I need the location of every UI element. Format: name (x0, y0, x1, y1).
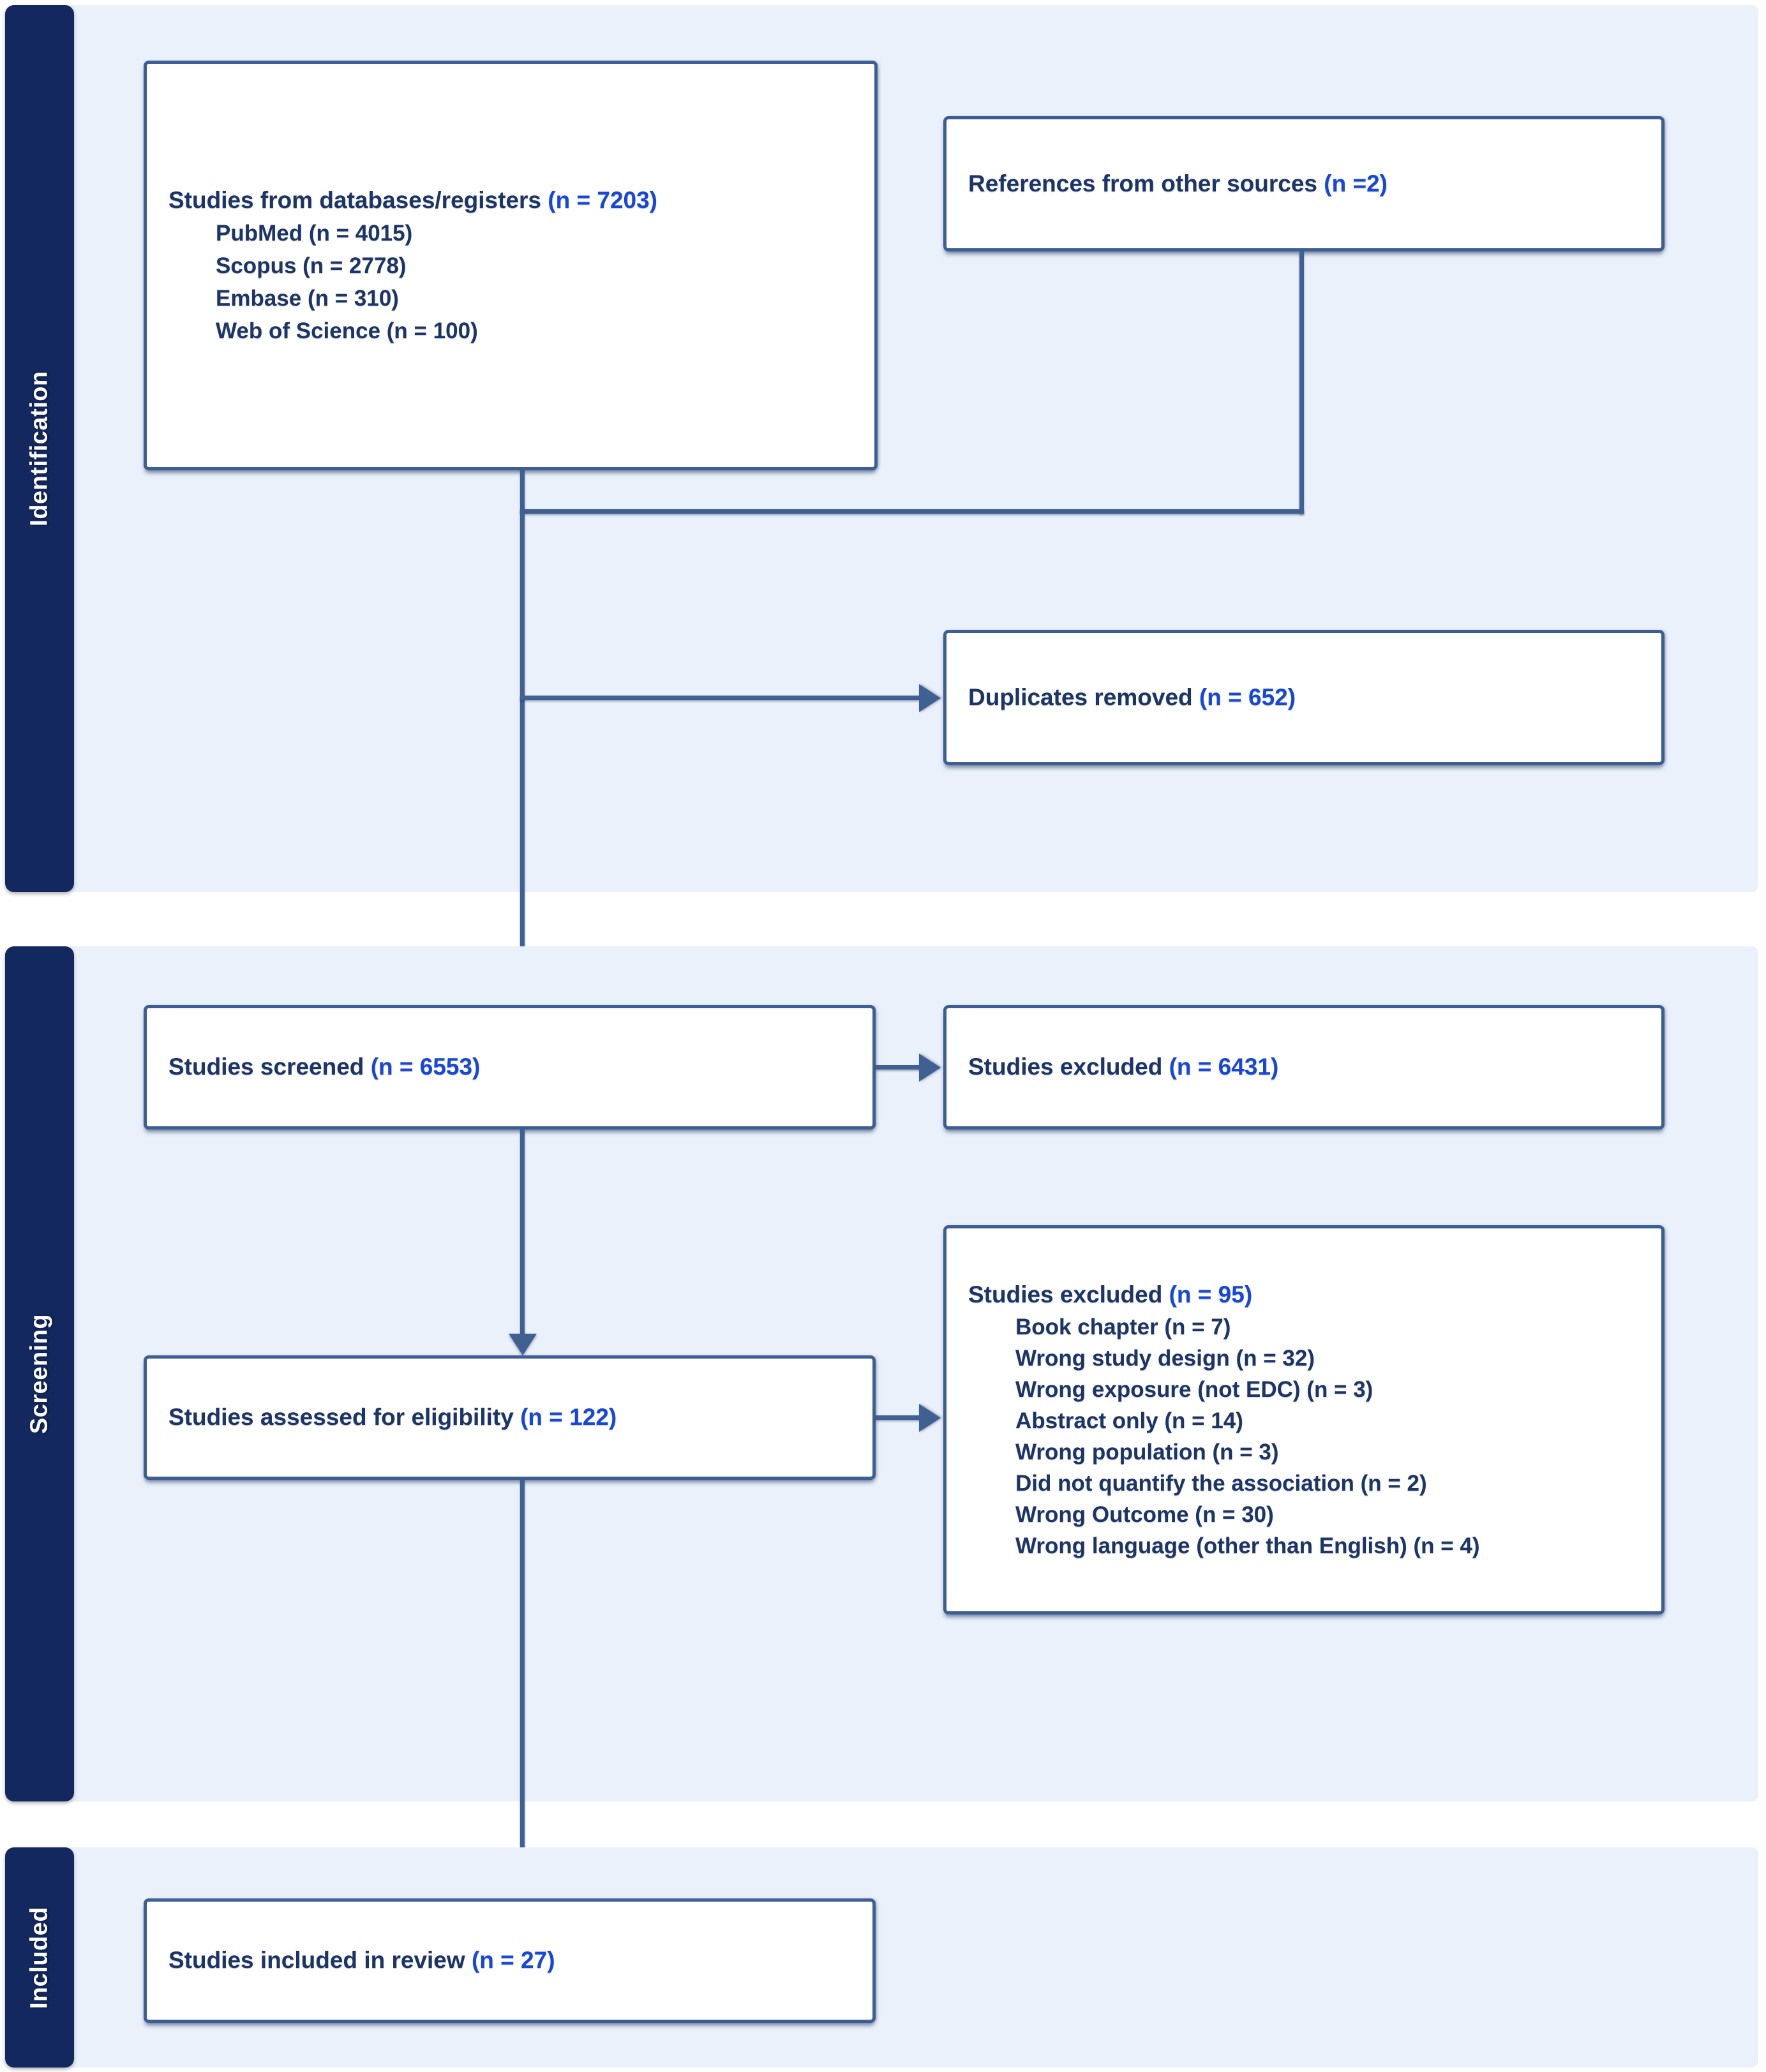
databases-source-web-of-science: Web of Science (n = 100) (216, 318, 478, 344)
connector-eligibility-to-included (520, 1480, 525, 1878)
databases-source-pubmed: PubMed (n = 4015) (216, 221, 413, 246)
stage-label-screening: Screening (5, 946, 74, 1801)
duplicates-heading-label: Duplicates removed (968, 683, 1199, 710)
excluded-screening-heading-label: Studies excluded (968, 1054, 1169, 1080)
box-studies-included-in-review: Studies included in review (n = 27) (144, 1898, 876, 2023)
box-studies-excluded-screening-content: Studies excluded (n = 6431) (947, 1050, 1661, 1084)
databases-heading-count: (n = 7203) (548, 186, 658, 213)
other-sources-heading-label: References from other sources (968, 170, 1324, 197)
stage-label-included-text: Included (26, 1906, 53, 2009)
duplicates-heading: Duplicates removed (n = 652) (968, 681, 1640, 715)
duplicates-heading-count: (n = 652) (1199, 683, 1296, 710)
stage-label-identification: Identification (5, 5, 74, 892)
excluded-screening-heading: Studies excluded (n = 6431) (968, 1050, 1640, 1084)
box-studies-excluded-eligibility: Studies excluded (n = 95) Book chapter (… (943, 1225, 1665, 1614)
databases-heading-label: Studies from databases/registers (168, 186, 548, 213)
eligibility-heading: Studies assessed for eligibility (n = 12… (168, 1401, 851, 1435)
exclusion-reason-wrong-language: Wrong language (other than English) (n =… (1015, 1533, 1480, 1559)
box-studies-excluded-screening: Studies excluded (n = 6431) (943, 1005, 1665, 1129)
box-databases-registers: Studies from databases/registers (n = 72… (144, 61, 878, 470)
databases-source-embase: Embase (n = 310) (216, 286, 399, 311)
exclusion-reason-abstract-only: Abstract only (n = 14) (1015, 1408, 1243, 1434)
arrow-eligibility-to-excluded-icon (919, 1404, 941, 1432)
eligibility-heading-label: Studies assessed for eligibility (168, 1404, 521, 1431)
box-studies-screened-content: Studies screened (n = 6553) (147, 1050, 872, 1084)
other-sources-heading: References from other sources (n =2) (968, 167, 1640, 201)
box-studies-included-in-review-content: Studies included in review (n = 27) (147, 1944, 872, 1978)
exclusion-reason-wrong-population: Wrong population (n = 3) (1015, 1440, 1279, 1465)
connector-other-sources-down (1299, 251, 1304, 514)
excluded-eligibility-heading: Studies excluded (n = 95) (968, 1278, 1640, 1312)
box-databases-registers-content: Studies from databases/registers (n = 72… (147, 184, 874, 348)
box-studies-assessed-eligibility-content: Studies assessed for eligibility (n = 12… (147, 1401, 872, 1435)
included-heading: Studies included in review (n = 27) (168, 1944, 851, 1978)
connector-screened-to-eligibility (520, 1129, 525, 1334)
arrow-screened-to-excluded-icon (919, 1054, 941, 1082)
excluded-eligibility-heading-count: (n = 95) (1169, 1281, 1253, 1308)
connector-to-duplicates (520, 696, 919, 700)
exclusion-reason-book-chapter: Book chapter (n = 7) (1015, 1315, 1231, 1340)
connector-screened-to-excluded (876, 1065, 920, 1070)
included-heading-label: Studies included in review (168, 1947, 472, 1974)
box-other-sources: References from other sources (n =2) (943, 116, 1665, 251)
screened-heading: Studies screened (n = 6553) (168, 1050, 851, 1084)
screened-heading-count: (n = 6553) (370, 1054, 481, 1080)
exclusion-reason-wrong-exposure: Wrong exposure (not EDC) (n = 3) (1015, 1377, 1373, 1403)
box-duplicates-removed-content: Duplicates removed (n = 652) (947, 681, 1661, 715)
excluded-eligibility-heading-label: Studies excluded (968, 1281, 1169, 1308)
connector-merge-horizontal (520, 509, 1304, 514)
exclusion-reason-wrong-study-design: Wrong study design (n = 32) (1015, 1346, 1315, 1371)
screened-heading-label: Studies screened (168, 1054, 371, 1080)
excluded-screening-heading-count: (n = 6431) (1169, 1054, 1279, 1080)
databases-heading: Studies from databases/registers (n = 72… (168, 184, 853, 218)
eligibility-heading-count: (n = 122) (520, 1404, 617, 1431)
other-sources-heading-count: (n =2) (1324, 170, 1388, 197)
box-studies-excluded-eligibility-content: Studies excluded (n = 95) Book chapter (… (947, 1278, 1661, 1562)
connector-databases-spine (520, 470, 525, 984)
stage-label-identification-text: Identification (26, 371, 53, 526)
connector-eligibility-to-excluded (876, 1415, 920, 1420)
databases-source-scopus: Scopus (n = 2778) (216, 253, 407, 279)
stage-label-included: Included (5, 1847, 74, 2068)
exclusion-reason-no-association-quantified: Did not quantify the association (n = 2) (1015, 1471, 1427, 1496)
box-studies-assessed-eligibility: Studies assessed for eligibility (n = 12… (144, 1355, 876, 1480)
box-other-sources-content: References from other sources (n =2) (947, 167, 1661, 201)
exclusion-reason-wrong-outcome: Wrong Outcome (n = 30) (1015, 1502, 1274, 1528)
arrow-to-duplicates-icon (919, 684, 941, 712)
included-heading-count: (n = 27) (471, 1947, 555, 1974)
arrow-to-eligibility-icon (509, 1334, 537, 1355)
stage-label-screening-text: Screening (26, 1313, 53, 1435)
box-studies-screened: Studies screened (n = 6553) (144, 1005, 876, 1129)
box-duplicates-removed: Duplicates removed (n = 652) (943, 630, 1665, 765)
